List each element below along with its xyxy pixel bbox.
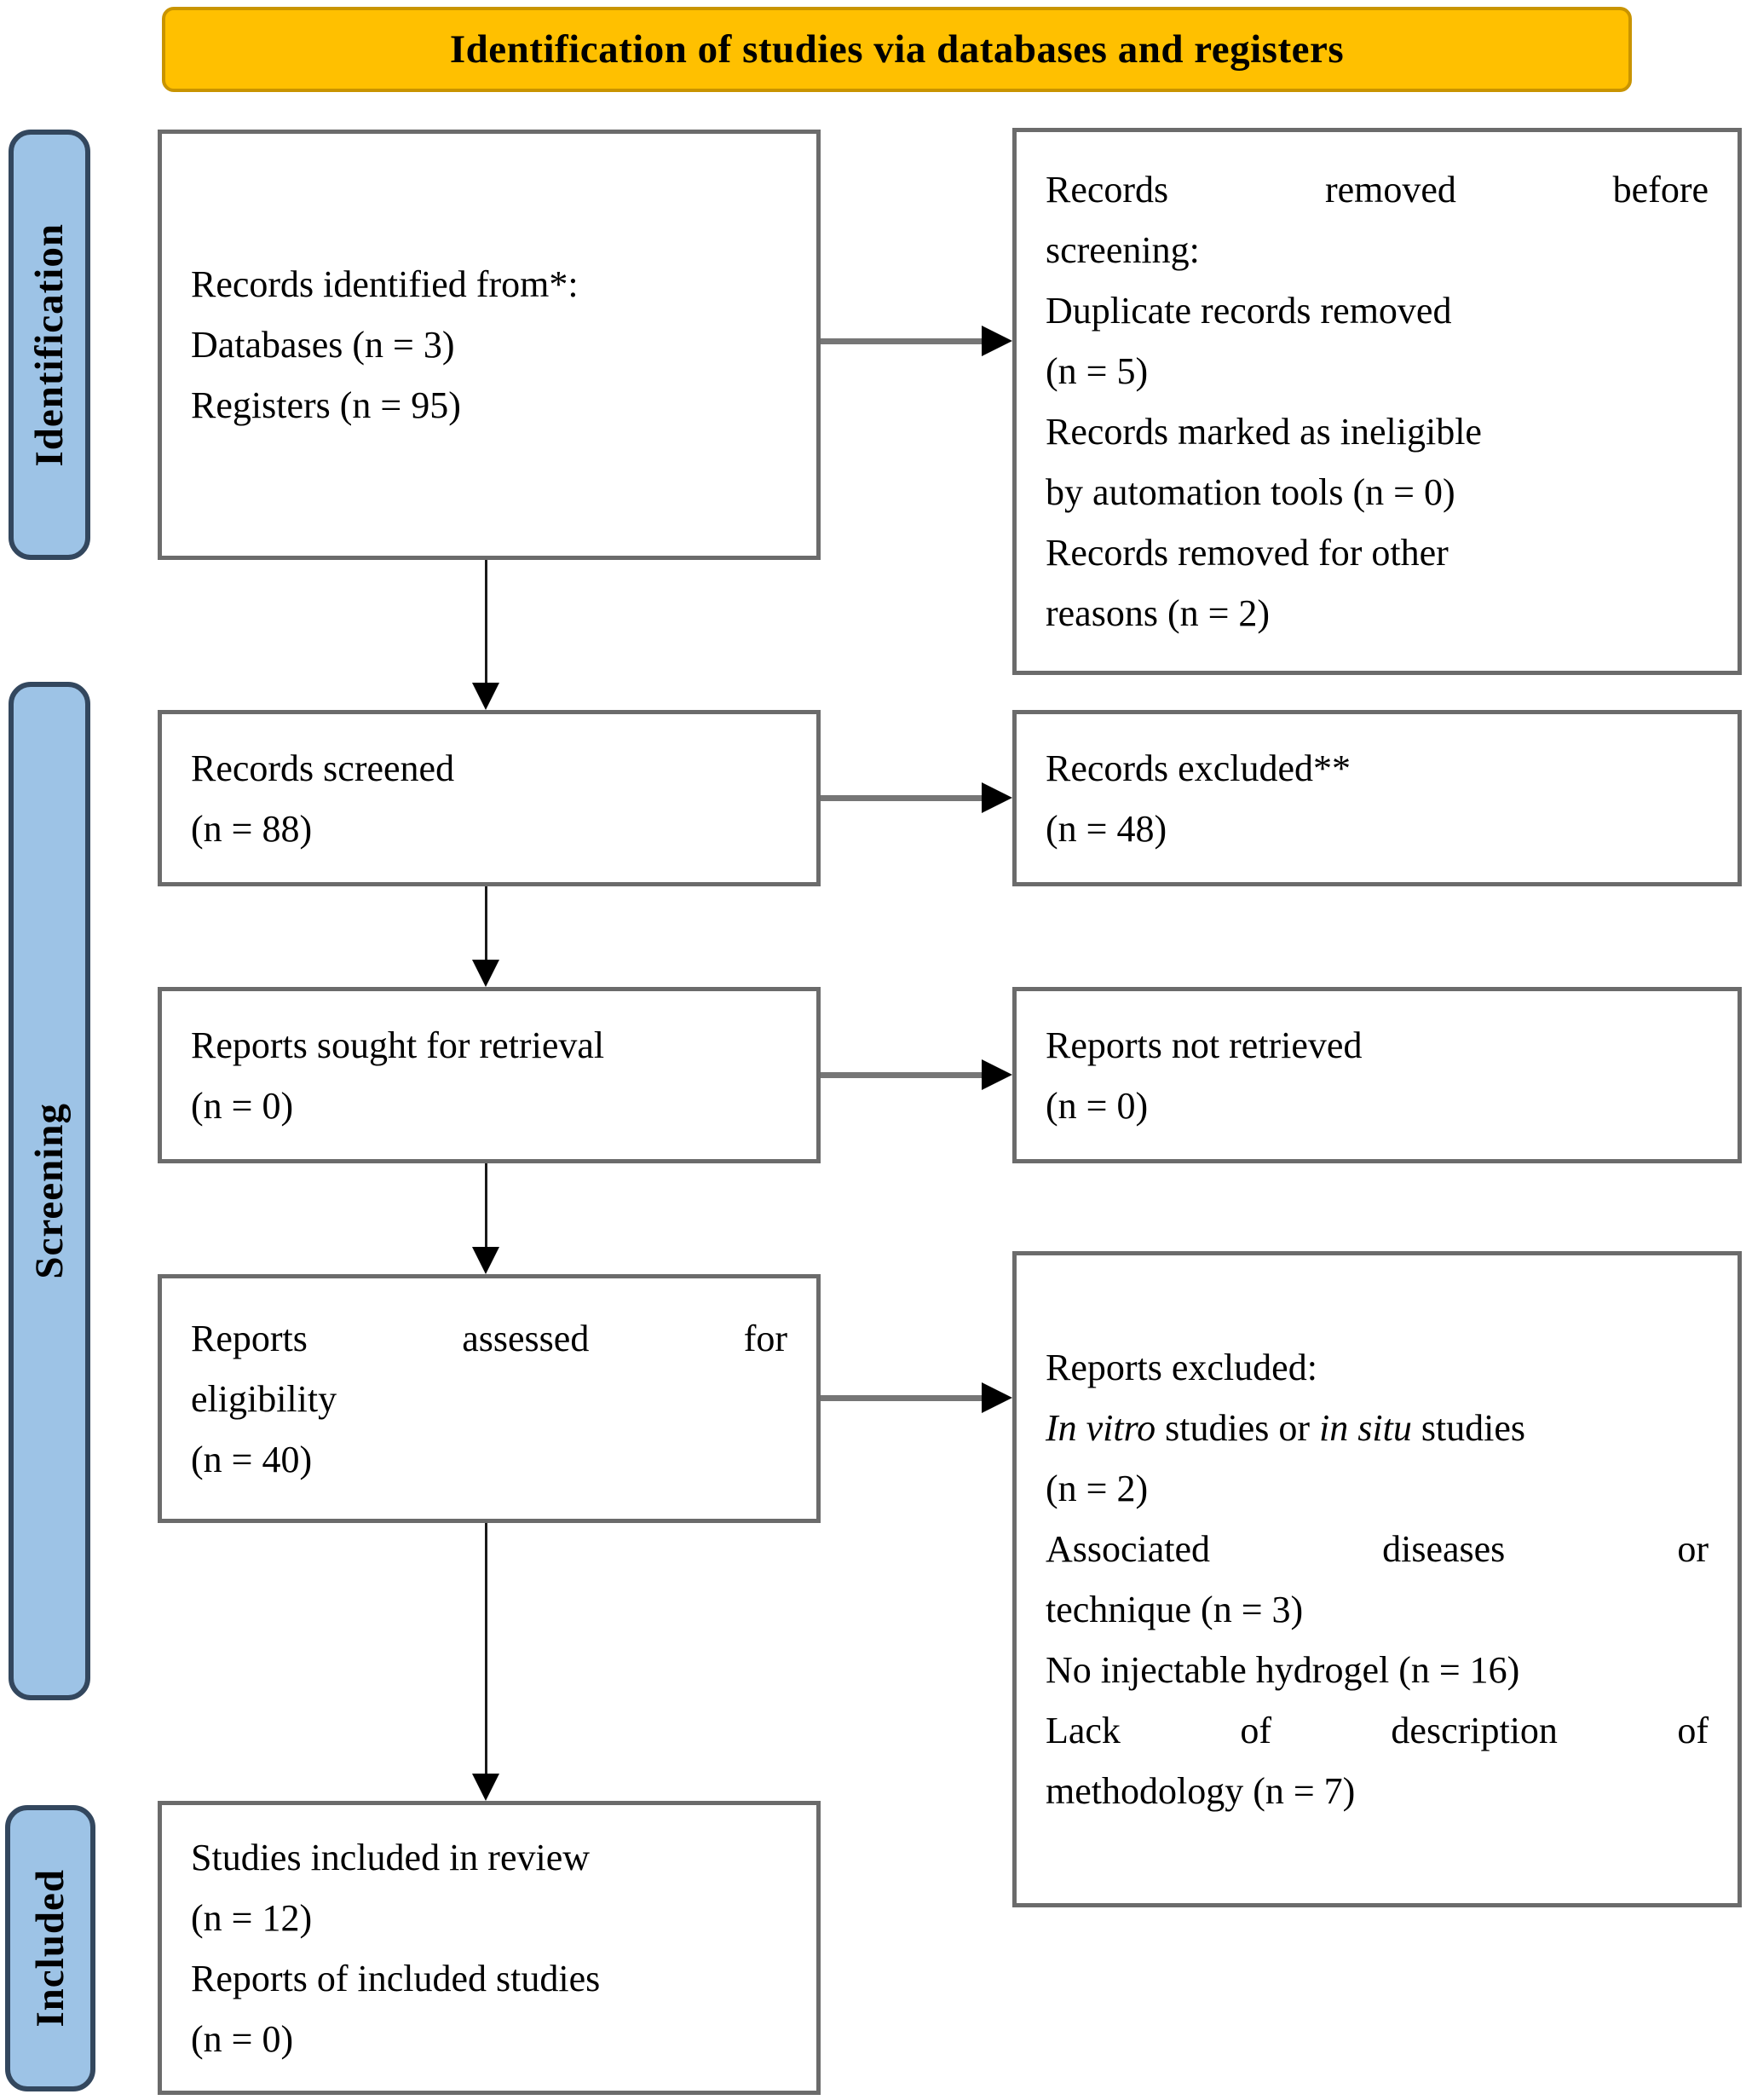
arrow-screened-to-sought-head [472,960,499,987]
box-line: (n = 48) [1046,807,1167,850]
box-line: reasons (n = 2) [1046,592,1271,634]
box-line: Duplicate records removed [1046,290,1452,332]
banner: Identification of studies via databases … [162,7,1632,92]
stage-identification-label: Identification [27,222,72,467]
box-reports-assessed: Reports assessed for eligibility (n = 40) [158,1274,821,1523]
box-line: Records removed for other [1046,532,1449,574]
box-line: (n = 0) [191,1084,294,1127]
box-line: Reports assessed for [191,1317,787,1359]
box-studies-included: Studies included in review (n = 12) Report… [158,1801,821,2095]
stage-screening: Screening [9,682,90,1700]
stage-included-label: Included [28,1869,72,2028]
box-line: Records excluded** [1046,747,1351,789]
italic-text: in situ [1319,1407,1412,1449]
box-line: Reports not retrieved [1046,1024,1363,1066]
text: studies or [1156,1407,1320,1449]
box-line: (n = 5) [1046,350,1149,392]
box-records-removed-before-screening: Records removed before screening: Duplicat… [1012,128,1742,675]
box-line: screening: [1046,229,1200,271]
box-reports-not-retrieved: Reports not retrieved (n = 0) [1012,987,1742,1163]
box-line: (n = 12) [191,1896,313,1939]
box-line: Studies included in review [191,1836,591,1878]
box-line: Associated diseases or [1046,1528,1709,1570]
box-records-excluded: Records excluded** (n = 48) [1012,710,1742,886]
arrow-sought-to-assessed-head [472,1247,499,1274]
italic-text: In vitro [1046,1407,1156,1449]
text: studies [1411,1407,1526,1449]
box-line: methodology (n = 7) [1046,1770,1356,1812]
box-records-identified: Records identified from*: Databases (n = … [158,130,821,560]
arrow-identified-to-screened-head [472,683,499,710]
box-line: Reports sought for retrieval [191,1024,605,1066]
box-line: No injectable hydrogel (n = 16) [1046,1649,1520,1691]
arrow-sought-to-notretrieved-head [982,1059,1012,1090]
arrow-identified-to-screened-line [485,560,487,684]
box-line: Lack of description of [1046,1710,1709,1751]
box-line: In vitro studies or in situ studies [1046,1398,1709,1458]
box-line: Records marked as ineligible [1046,411,1482,453]
arrow-identified-to-removed-line [821,338,983,344]
arrow-screened-to-excluded-line [821,795,983,801]
box-line: by automation tools (n = 0) [1046,471,1455,513]
box-line: Records identified from*: [191,263,579,305]
arrow-assessed-to-included-head [472,1774,499,1801]
banner-title: Identification of studies via databases … [449,27,1345,72]
box-line: Databases (n = 3) [191,324,455,366]
box-reports-excluded-reasons: Reports excluded: In vitro studies or in … [1012,1251,1742,1907]
arrow-screened-to-sought-line [485,886,487,961]
box-line: technique (n = 3) [1046,1589,1304,1630]
arrow-assessed-to-excluded-head [982,1382,1012,1413]
arrow-screened-to-excluded-head [982,782,1012,813]
stage-included: Included [5,1805,95,2091]
box-line: eligibility [191,1377,337,1420]
stage-identification: Identification [9,130,90,560]
box-line: (n = 0) [1046,1084,1149,1127]
arrow-sought-to-assessed-line [485,1163,487,1249]
box-line: Records removed before [1046,169,1709,211]
arrow-sought-to-notretrieved-line [821,1072,983,1078]
box-line: (n = 2) [1046,1468,1149,1509]
box-line: Registers (n = 95) [191,384,461,426]
box-reports-sought: Reports sought for retrieval (n = 0) [158,987,821,1163]
box-line: Reports excluded: [1046,1347,1317,1388]
arrow-assessed-to-excluded-line [821,1395,983,1401]
stage-screening-label: Screening [27,1103,72,1279]
box-line: Records screened [191,747,455,789]
box-line: (n = 40) [191,1438,313,1480]
box-line: (n = 88) [191,807,313,850]
box-line: (n = 0) [191,2017,294,2060]
arrow-identified-to-removed-head [982,326,1012,356]
arrow-assessed-to-included-line [485,1523,487,1775]
box-line: Reports of included studies [191,1957,601,1999]
box-records-screened: Records screened (n = 88) [158,710,821,886]
